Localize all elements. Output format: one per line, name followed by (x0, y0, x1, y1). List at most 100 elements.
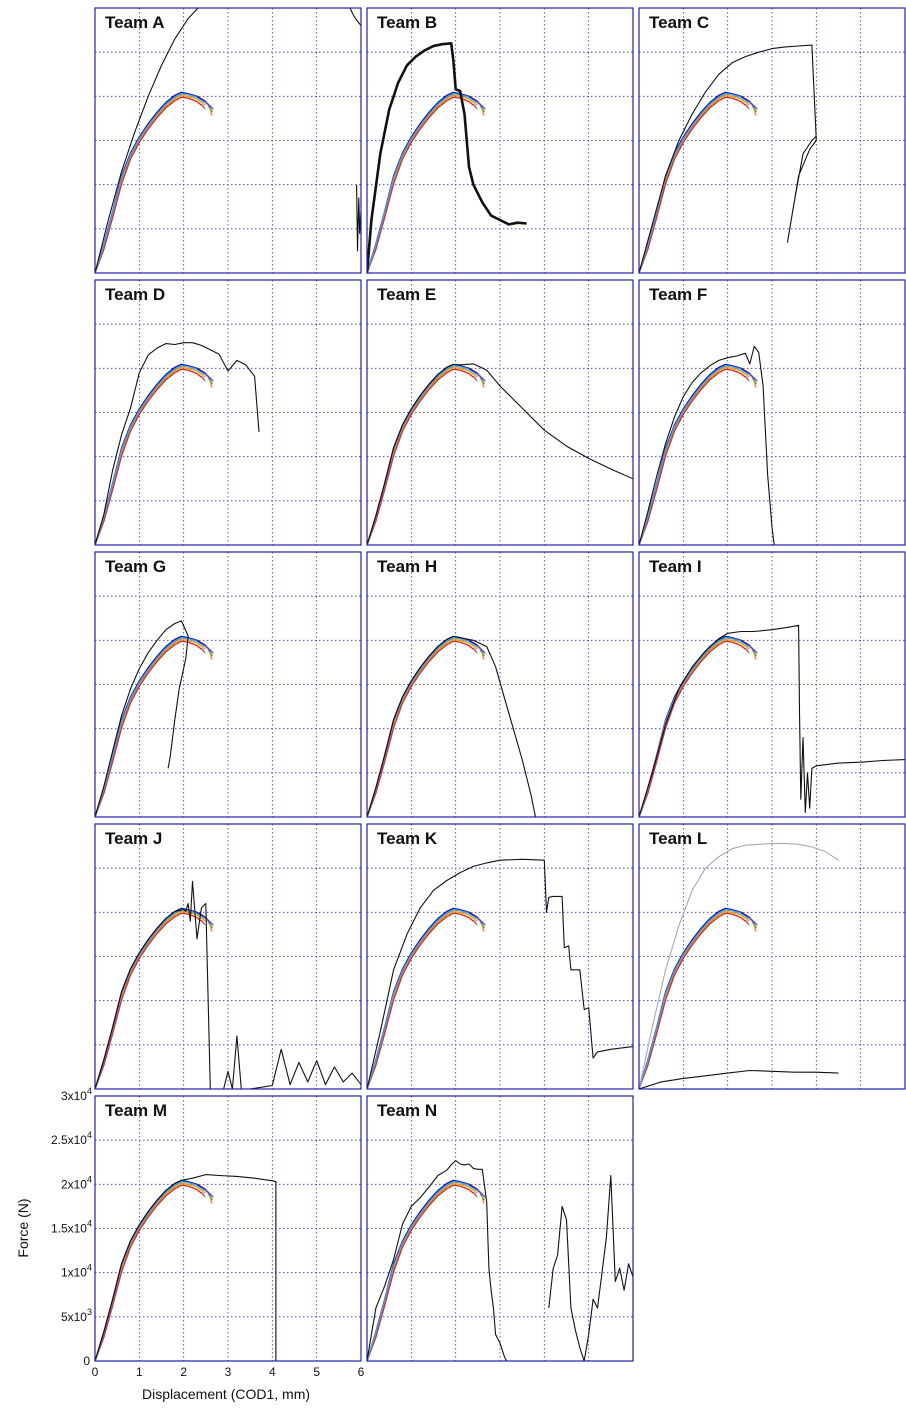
reference-curve-tip (742, 371, 750, 378)
reference-curve-tip (479, 921, 485, 929)
reference-curve-tip (744, 647, 750, 654)
panel-frame (638, 823, 906, 1090)
team-curve (95, 620, 189, 817)
panel-frame (94, 1095, 362, 1362)
panel-plot-area (367, 363, 633, 545)
reference-curve (95, 96, 202, 273)
y-tick-label: 1.5x104 (51, 1219, 92, 1236)
reference-curve-tip (207, 105, 213, 113)
reference-curve-tip (753, 109, 757, 116)
reference-curve-tip (209, 925, 213, 932)
panel-grid (95, 552, 361, 817)
x-tick-label: 2 (180, 1365, 187, 1379)
panel-team-h: Team H (366, 551, 634, 818)
team-curve (639, 624, 905, 817)
reference-curve-tip (200, 1191, 206, 1198)
reference-curve-tip (742, 643, 750, 650)
reference-curve-tip (740, 367, 751, 375)
reference-curve-tip (744, 919, 750, 926)
team-curve (367, 1159, 508, 1361)
reference-curve-tip (207, 921, 213, 929)
panel-plot-area (95, 342, 260, 545)
x-tick-label: 6 (358, 1365, 365, 1379)
y-tick-label: 0 (83, 1354, 90, 1368)
panel-frame (94, 7, 362, 274)
panel-frame (638, 7, 906, 274)
panel-grid (367, 552, 633, 817)
reference-curve-tip (742, 99, 750, 106)
reference-curve (95, 1184, 202, 1361)
reference-curve (367, 908, 481, 1089)
reference-curve-tip (205, 645, 214, 654)
reference-curve-tip (198, 99, 206, 106)
panel-title: Team J (105, 829, 162, 848)
reference-curve-tip (481, 381, 485, 388)
reference-curve (95, 92, 209, 273)
panel-team-l: Team L (638, 823, 906, 1090)
panel-team-f: Team F (638, 279, 906, 546)
reference-curve-tip (481, 109, 485, 116)
reference-curve-tip (740, 911, 751, 919)
reference-curve-tip (468, 1183, 479, 1191)
panel-title: Team D (105, 285, 165, 304)
reference-curve (367, 368, 474, 545)
panel-grid (639, 280, 905, 545)
panel-plot-area (639, 842, 839, 1089)
reference-curve (367, 92, 481, 273)
reference-curve-tip (481, 653, 485, 660)
reference-curve-tip (468, 911, 479, 919)
panel-plot-area (367, 635, 633, 817)
panel-team-j: Team J (94, 823, 362, 1090)
y-tick-label: 5x103 (61, 1307, 92, 1324)
reference-curve-tip (472, 647, 478, 654)
team-curve (639, 1069, 839, 1089)
reference-curve-tip (477, 917, 486, 926)
team-curve (356, 184, 361, 252)
x-tick-label: 0 (92, 1365, 99, 1379)
team-curve (639, 345, 775, 545)
x-tick-label: 4 (269, 1365, 276, 1379)
reference-curve-tip (477, 373, 486, 382)
reference-curve-tip (200, 647, 206, 654)
y-tick-label: 2x104 (61, 1174, 92, 1191)
reference-curve-tip (749, 373, 758, 382)
panel-team-g: Team G (94, 551, 362, 818)
reference-curve-tip (198, 643, 206, 650)
reference-curve (95, 368, 202, 545)
reference-curve (367, 96, 474, 273)
team-curve (548, 1174, 633, 1361)
reference-curve-tip (477, 645, 486, 654)
reference-curve-tip (753, 925, 757, 932)
reference-curve-tip (470, 643, 478, 650)
reference-curve-tip (196, 95, 207, 103)
reference-curve-tip (472, 919, 478, 926)
panel-frame (366, 551, 634, 818)
reference-curve (367, 1184, 474, 1361)
reference-curve (639, 640, 746, 817)
panel-title: Team K (377, 829, 438, 848)
panel-title: Team H (377, 557, 437, 576)
panel-frame (638, 279, 906, 546)
reference-curve-tip (481, 1197, 485, 1204)
reference-curve-tip (753, 653, 757, 660)
reference-curve (95, 364, 209, 545)
x-tick-label: 1 (136, 1365, 143, 1379)
panel-frame (366, 279, 634, 546)
panel-plot-area (639, 624, 905, 817)
y-tick-label: 2.5x104 (51, 1130, 92, 1147)
reference-curve-tip (744, 103, 750, 110)
panel-frame (94, 279, 362, 546)
panel-grid (367, 1096, 633, 1361)
reference-curve-tip (209, 109, 213, 116)
reference-curve-tip (205, 917, 214, 926)
reference-curve (639, 96, 746, 273)
reference-curve-tip (196, 639, 207, 647)
panel-frame (366, 823, 634, 1090)
panel-plot-area (95, 880, 361, 1089)
reference-curve-tip (481, 925, 485, 932)
team-curve (95, 8, 361, 273)
reference-curve-tip (468, 639, 479, 647)
reference-curve (367, 1180, 481, 1361)
